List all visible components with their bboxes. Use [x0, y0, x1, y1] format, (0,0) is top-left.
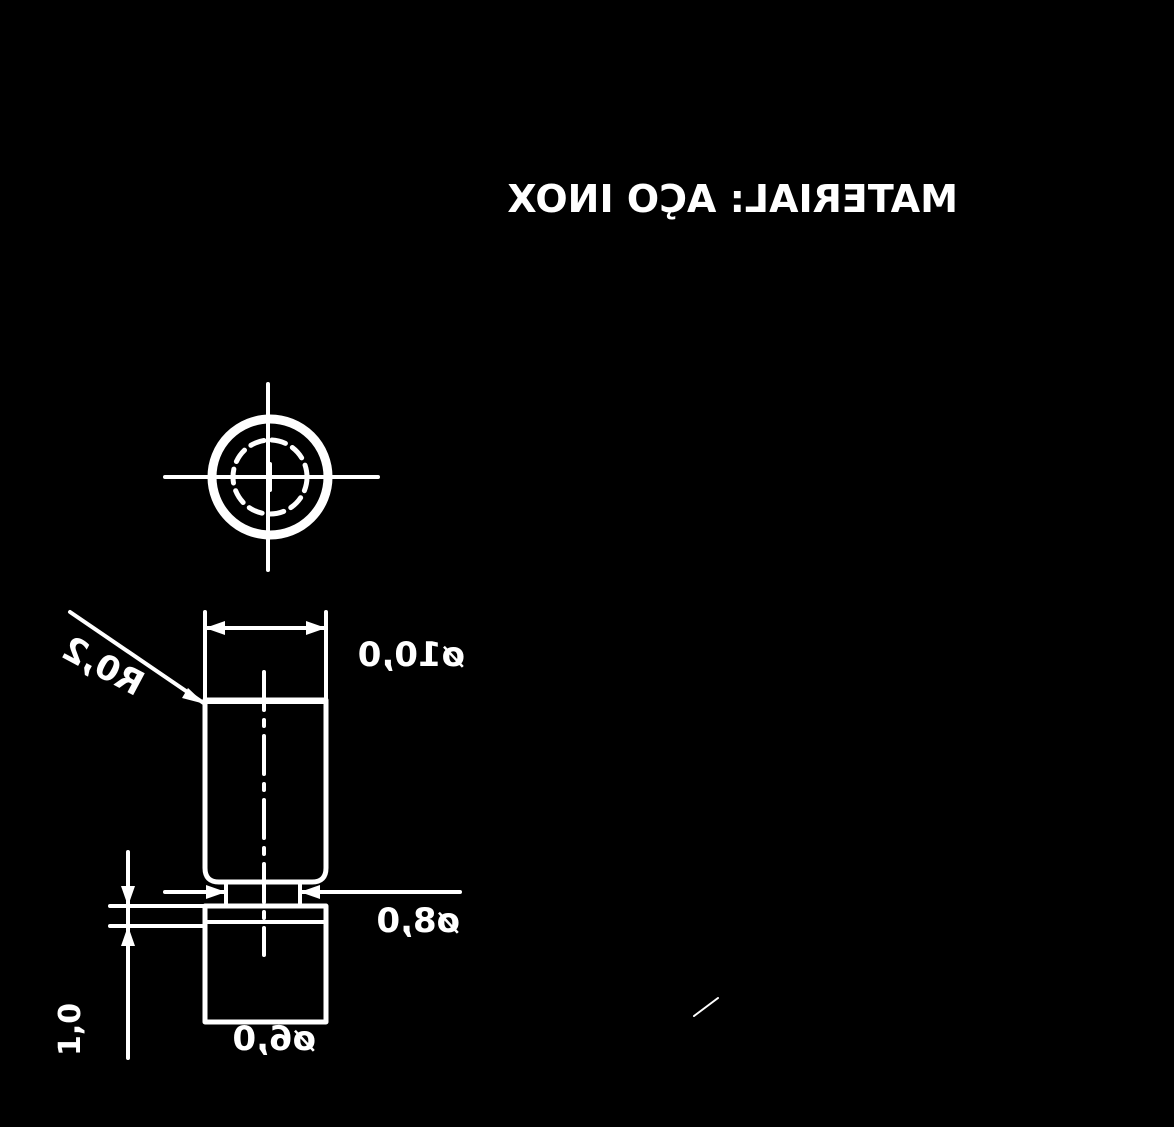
material-note: MATERIAL: AÇO INOX	[507, 177, 958, 221]
dimension-height: 1,0	[53, 1003, 88, 1056]
dimension-outer-diameter: ø10,0	[358, 635, 465, 675]
dimension-neck-diameter: ø8,0	[376, 901, 460, 941]
top-view	[163, 382, 380, 572]
speck-mark	[693, 997, 719, 1017]
dimension-base-diameter: ø6,0	[232, 1019, 316, 1059]
dimension-radius: R0,2	[55, 629, 150, 705]
side-view	[68, 610, 462, 1060]
